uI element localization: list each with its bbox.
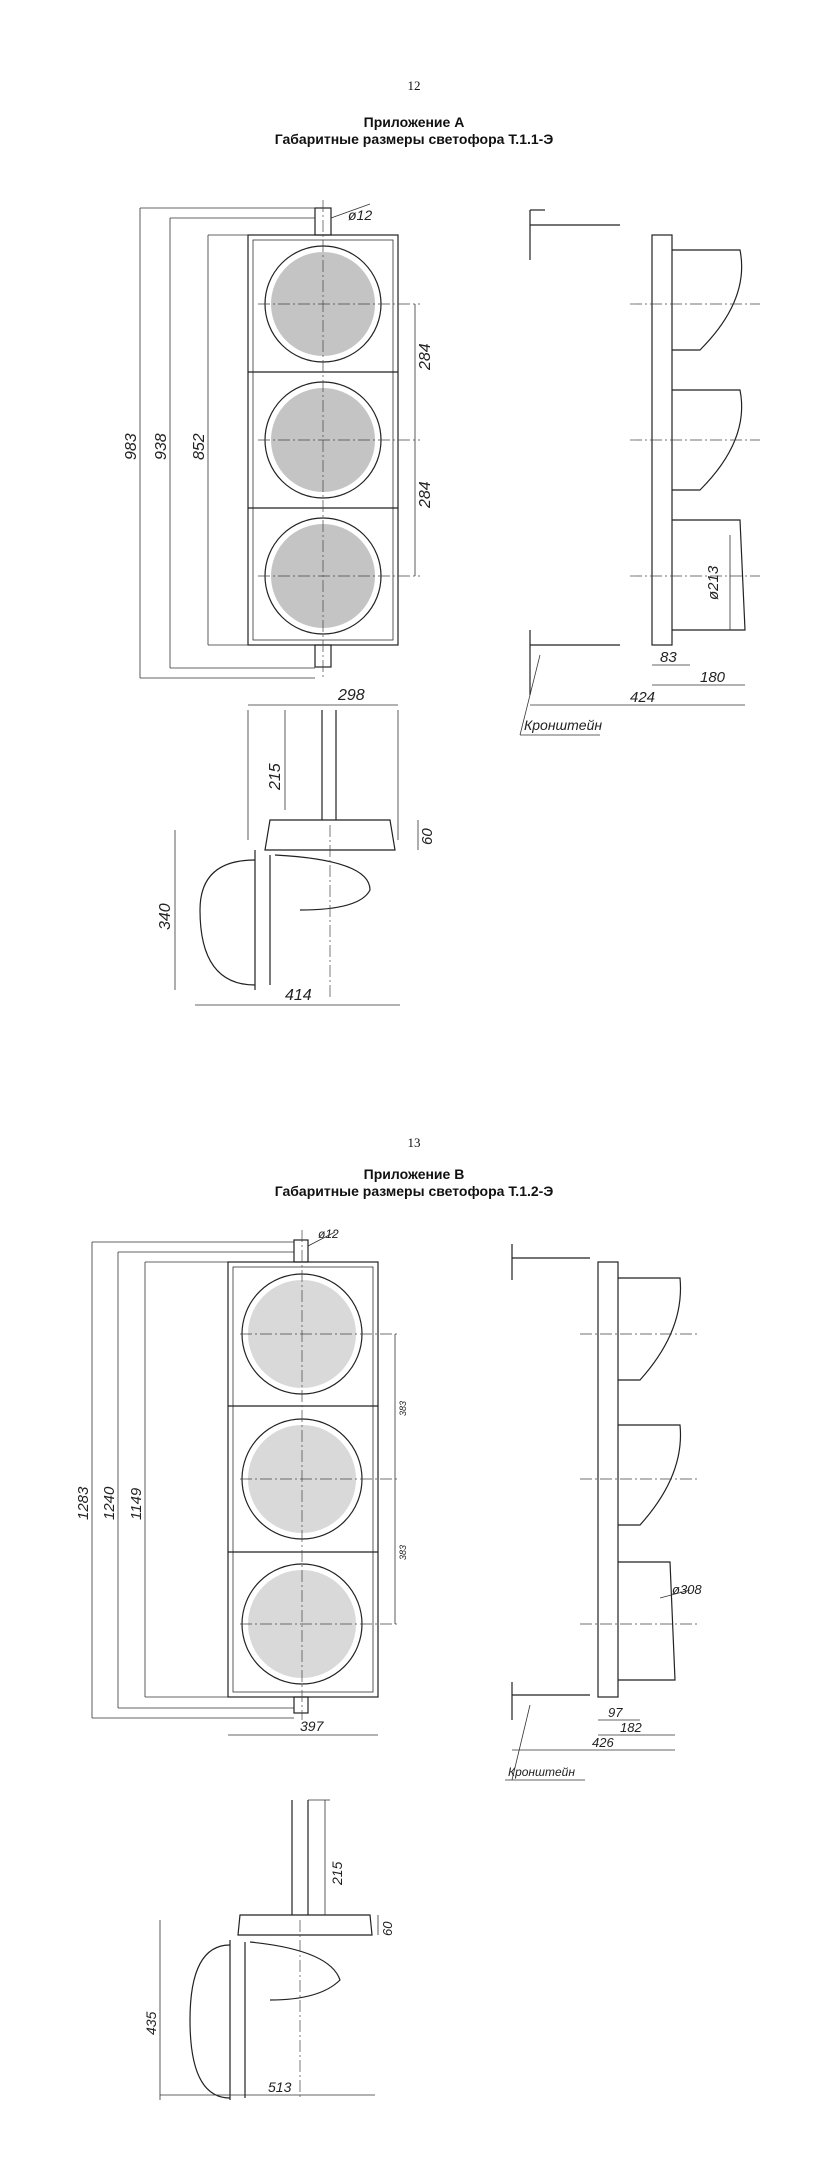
dim-height-435-b: 435 (143, 2011, 159, 2035)
dim-pitch-2-b: 383 (398, 1545, 408, 1560)
mount-bottom-b (293, 1696, 309, 1714)
dim-side-426-b: 426 (592, 1735, 614, 1750)
dim-height-60-a: 60 (419, 828, 436, 845)
mount-top-b (293, 1239, 309, 1263)
dim-width-513-b: 513 (268, 2079, 292, 2095)
dim-height-60-b: 60 (380, 1921, 395, 1936)
dim-height-body-a: 852 (191, 433, 208, 460)
dim-mount-diameter-b: ø12 (318, 1227, 339, 1241)
drawing-b: 1283 1240 1149 383 383 ø12 397 ø308 97 1… (75, 1227, 702, 2100)
bracket-label-b: Кронштейн (508, 1765, 575, 1779)
top-view-a: 298 215 60 340 414 (157, 687, 436, 1006)
dim-height-340-a: 340 (157, 903, 174, 930)
dim-height-body-b: 1149 (128, 1487, 145, 1520)
dim-height-total-a: 983 (123, 433, 140, 460)
dim-height-total-b: 1283 (75, 1486, 92, 1520)
appendix-b-title: Габаритные размеры светофора Т.1.2-Э (274, 1183, 554, 1199)
page-number-b: 13 (407, 1135, 421, 1150)
front-view-a: 983 938 852 284 284 ø12 (123, 200, 434, 680)
dim-height-2-a: 938 (153, 433, 170, 460)
housing-side-b (597, 1261, 619, 1698)
dim-width-414-a: 414 (285, 987, 312, 1004)
top-view-b: 215 60 435 513 (143, 1799, 395, 2100)
drawing-a: 983 938 852 284 284 ø12 ø213 83 180 424 … (123, 200, 760, 1006)
dim-height-215-b: 215 (329, 1861, 345, 1886)
dim-mount-diameter-a: ø12 (348, 207, 372, 223)
side-view-a: ø213 83 180 424 Кронштейн (519, 209, 760, 736)
appendix-b-heading: Приложение В Габаритные размеры светофор… (0, 1166, 828, 1200)
appendix-a-label: Приложение А (363, 114, 465, 130)
dim-side-83-a: 83 (660, 649, 677, 666)
dim-side-182-b: 182 (620, 1720, 642, 1735)
dim-pitch-2-a: 284 (417, 481, 434, 509)
page-number-a: 12 (407, 78, 421, 93)
appendix-b-label: Приложение В (363, 1166, 465, 1182)
front-view-b: 1283 1240 1149 383 383 ø12 397 (75, 1227, 408, 1736)
dim-lens-diameter-a: ø213 (705, 565, 722, 600)
dim-pitch-1-b: 383 (398, 1401, 408, 1416)
dim-width-298-a: 298 (337, 687, 365, 704)
dim-pitch-1-a: 284 (417, 343, 434, 371)
dim-side-424-a: 424 (630, 689, 655, 706)
bracket-label-a: Кронштейн (524, 717, 602, 733)
dim-height-215-a: 215 (267, 763, 284, 791)
dim-lens-diameter-b: ø308 (672, 1582, 702, 1597)
dim-width-397-b: 397 (300, 1718, 325, 1734)
dim-side-180-a: 180 (700, 669, 726, 686)
appendix-a-title: Габаритные размеры светофора Т.1.1-Э (274, 131, 554, 147)
appendix-a-heading: Приложение А Габаритные размеры светофор… (0, 114, 828, 148)
dim-height-2-b: 1240 (101, 1486, 118, 1520)
dim-side-97-b: 97 (608, 1705, 623, 1720)
side-view-b: ø308 97 182 426 Кронштейн (505, 1244, 702, 1781)
